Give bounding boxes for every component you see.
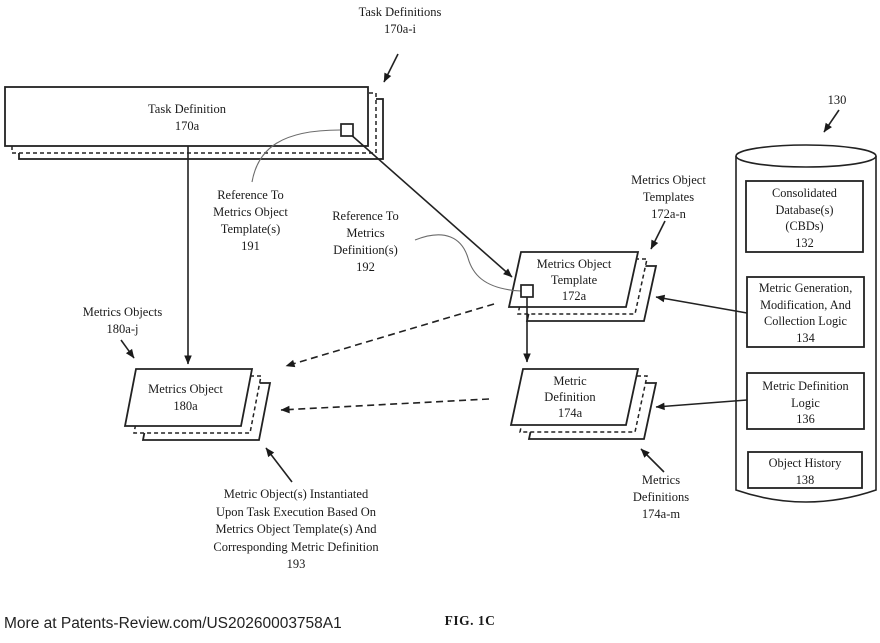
arrow-definitions-label [640,448,665,473]
arrow-task-definitions-label [383,53,399,83]
dashed-arrow-template-to-metrics-object [285,303,495,368]
task-definitions-label: Task Definitions 170a-i [358,5,442,36]
reference-definition-label: Reference To Metrics Definition(s) 192 [332,209,399,274]
cbd-ref-130-label: 130 [827,93,847,107]
task-definition-text: Task Definition 170a [148,102,226,133]
figure-label: FIG. 1C [444,613,496,628]
watermark-text: More at Patents-Review.com/US20260003758… [4,615,342,632]
arrow-136-to-definition [655,399,748,411]
cylinder-top [735,144,877,168]
metrics-object-text: Metrics Object 180a [148,382,223,413]
arrow-note-193 [265,447,293,483]
arrow-templates-label [650,220,666,250]
metrics-object-template-text: Metrics Object Template 172a [536,257,612,303]
metrics-objects-label: Metrics Objects 180a-j [82,305,163,336]
leader-ref-191 [251,129,341,183]
metrics-definitions-label: Metrics Definitions 174a-m [632,473,690,521]
metric-generation-logic-text: Metric Generation, Modification, And Col… [758,281,853,345]
metric-definition-logic-text: Metric Definition Logic 136 [762,379,849,426]
arrow-metrics-objects-label [120,339,135,359]
object-history-text: Object History 138 [768,456,842,487]
reference-template-label: Reference To Metrics Object Template(s) … [213,188,288,253]
metrics-object-templates-label: Metrics Object Templates 172a-n [631,173,706,221]
arrow-130-label [823,109,840,133]
dashed-arrow-definition-to-metrics-object [280,398,490,414]
metric-definition-text: Metric Definition 174a [544,374,596,420]
instantiation-note: Metric Object(s) Instantiated Upon Task … [213,487,379,571]
consolidated-databases-text: Consolidated Database(s) (CBDs) 132 [772,186,837,250]
leader-ref-192 [414,234,522,292]
arrow-134-to-template [655,294,748,314]
